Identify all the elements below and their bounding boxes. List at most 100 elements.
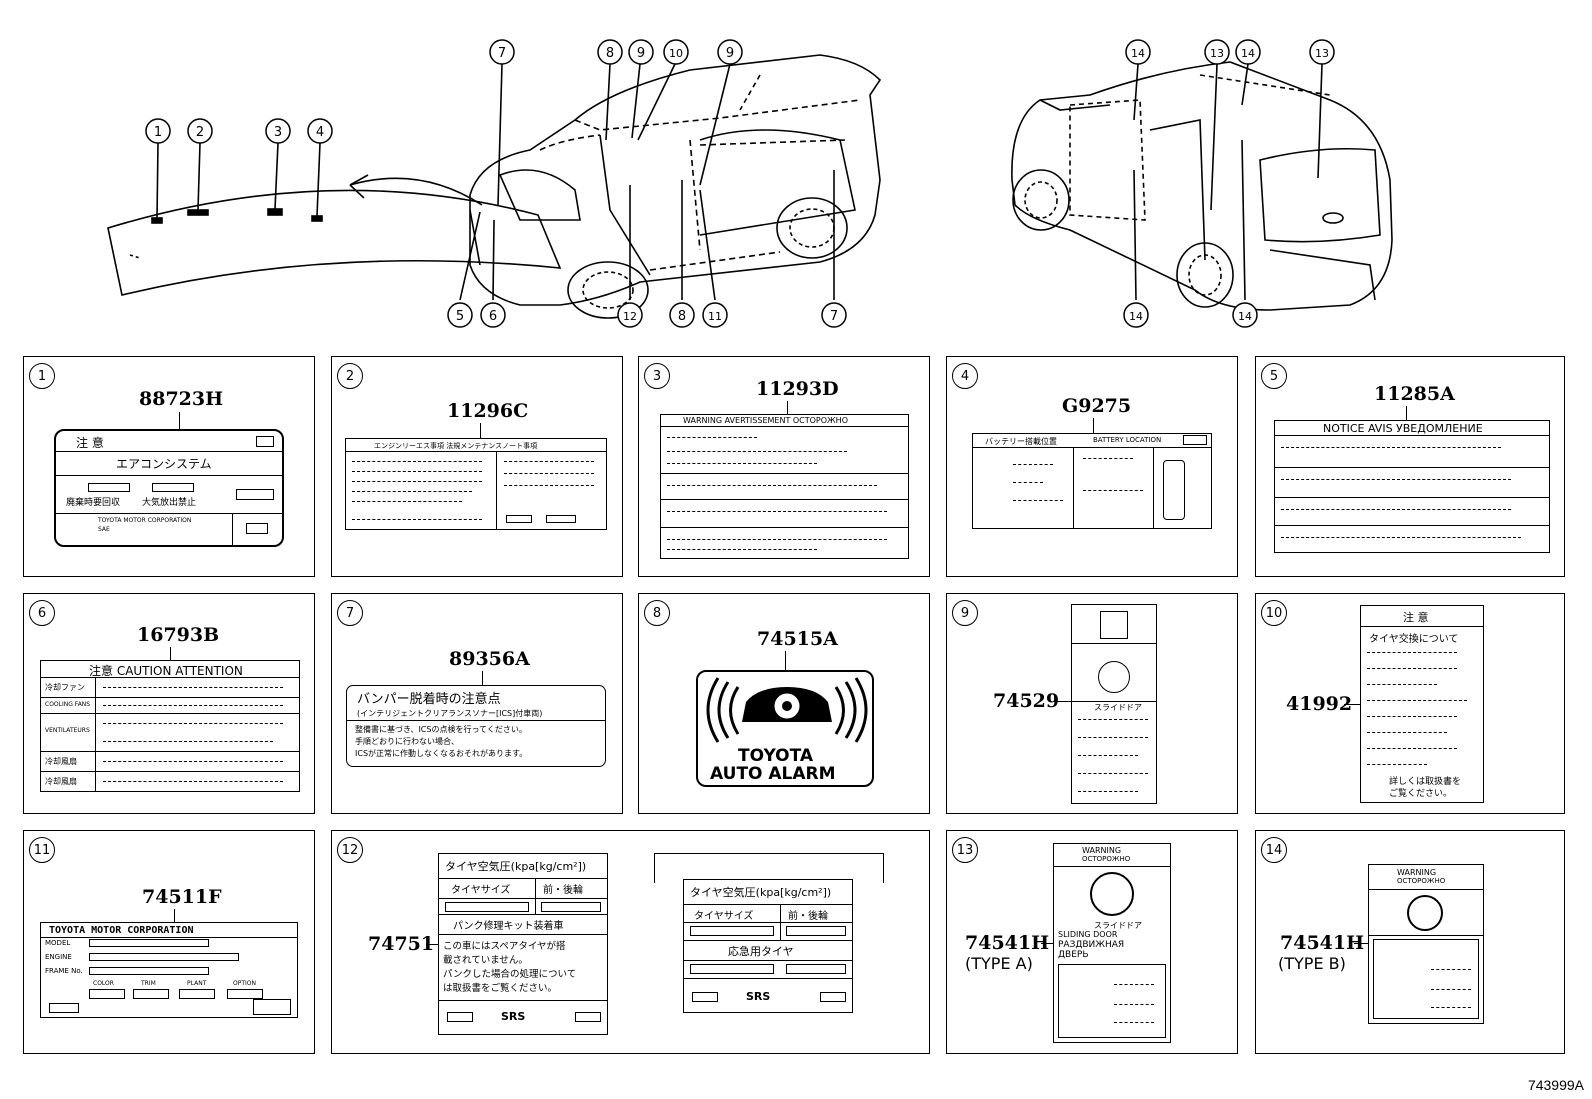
label-text: 載されていません。	[443, 955, 528, 966]
hood-arrow	[349, 177, 483, 206]
label-11296C: エンジンリーエス事項 法規メンテナンスノート事項	[345, 438, 607, 530]
label-text: この車にはスペアタイヤが搭	[443, 941, 566, 952]
panel-number: 2	[337, 363, 363, 389]
panel-number: 3	[644, 363, 670, 389]
callout-9: 9	[628, 39, 654, 65]
label-heading: エンジンリーエス事項 法規メンテナンスノート事項	[374, 442, 538, 450]
label-text: РАЗДВИЖНАЯ	[1058, 940, 1125, 950]
label-heading: ОСТОРОЖНО	[1397, 877, 1446, 885]
label-text: 冷却ファン	[45, 683, 85, 692]
label-text: 詳しくは取扱書を	[1389, 777, 1462, 787]
panel-4: 4 G9275 バッテリー搭載位置 BATTERY LOCATION	[946, 356, 1238, 577]
part-number: 74751	[368, 933, 435, 955]
panel-5: 5 11285A NOTICE AVIS УВЕДОМЛЕНИЕ	[1255, 356, 1565, 577]
svg-text:10: 10	[669, 47, 683, 60]
label-41992: 注 意 タイヤ交換について 詳しくは取扱書を ご覧ください。	[1360, 605, 1484, 803]
callout-1: 1	[145, 118, 171, 144]
panel-8: 8 74515A TOYOTA AUTO ALARM	[638, 593, 930, 814]
callout-14b: 14	[1235, 39, 1261, 65]
callout-14c: 14	[1123, 302, 1149, 328]
panel-number: 8	[644, 600, 670, 626]
svg-text:3: 3	[274, 125, 282, 140]
panel-1: 1 88723H 注 意 エアコンシステム 廃棄時要回収 大気放出禁止 TOYO…	[23, 356, 315, 577]
label-text: ДВЕРЬ	[1058, 950, 1089, 960]
car-alarm-icon	[706, 677, 868, 743]
label-text: MODEL	[45, 939, 71, 947]
label-text: タイヤサイズ	[694, 911, 754, 922]
label-74751-tire-pressure: タイヤ空気圧(kpa[kg/cm²]) タイヤサイズ 前・後輪 パンク修理キット…	[438, 853, 608, 1035]
label-heading: 注 意	[1403, 611, 1429, 624]
label-text: ICSが正常に作動しなくなるおそれがあります。	[355, 749, 528, 758]
callout-14d: 14	[1232, 302, 1258, 328]
panel-number: 5	[1261, 363, 1287, 389]
label-text: 手順どおりに行わない場合、	[355, 737, 459, 746]
part-number: 89356A	[449, 648, 530, 670]
label-74541H-type-b: WARNING ОСТОРОЖНО	[1368, 864, 1484, 1024]
part-number: 88723H	[139, 388, 224, 410]
label-text: パンクした場合の処理について	[443, 969, 577, 980]
label-text: エアコンシステム	[116, 457, 212, 471]
panel-number: 10	[1261, 600, 1287, 626]
svg-text:9: 9	[637, 46, 645, 61]
label-text: OPTION	[233, 980, 256, 987]
svg-text:13: 13	[1210, 47, 1224, 60]
label-text: ENGINE	[45, 953, 72, 961]
label-heading: NOTICE AVIS УВЕДОМЛЕНИЕ	[1323, 422, 1483, 435]
part-number: 16793B	[137, 624, 220, 646]
label-text: FRAME No.	[45, 967, 83, 975]
panel-11: 11 74511F TOYOTA MOTOR CORPORATION MODEL…	[23, 830, 315, 1054]
label-text: TOYOTA MOTOR CORPORATION	[98, 517, 192, 524]
panel-9: 9 74529 スライドドア	[946, 593, 1238, 814]
label-text: 応急用タイヤ	[728, 945, 794, 958]
label-text: ご覧ください。	[1389, 789, 1453, 799]
label-89356A: バンパー脱着時の注意点 (インテリジェントクリアランスソナー[ICS]付車両) …	[346, 685, 606, 767]
label-text: タイヤ交換について	[1369, 634, 1459, 645]
panel-number: 13	[952, 837, 978, 863]
panel-7: 7 89356A バンパー脱着時の注意点 (インテリジェントクリアランスソナー[…	[331, 593, 623, 814]
label-11293D: WARNING AVERTISSEMENT ОСТОРОЖНО	[660, 414, 909, 559]
part-number: 74511F	[142, 886, 222, 908]
panel-number: 11	[29, 837, 55, 863]
label-74515A: TOYOTA AUTO ALARM	[696, 670, 874, 787]
label-text: パンク修理キット装着車	[453, 921, 564, 932]
label-74751-spare-tire: タイヤ空気圧(kpa[kg/cm²]) タイヤサイズ 前・後輪 応急用タイヤ S…	[683, 879, 853, 1013]
panel-2: 2 11296C エンジンリーエス事項 法規メンテナンスノート事項	[331, 356, 623, 577]
label-text: スライドドア	[1094, 921, 1142, 930]
part-number: 11293D	[756, 378, 839, 400]
label-text: TRIM	[141, 980, 156, 987]
svg-text:8: 8	[606, 46, 614, 61]
label-text: 大気放出禁止	[142, 498, 197, 508]
callout-10: 10	[663, 39, 689, 65]
svg-text:8: 8	[678, 309, 686, 324]
label-heading: 注 意	[76, 436, 104, 450]
panel-6: 6 16793B 注意 CAUTION ATTENTION 冷却ファン COOL…	[23, 593, 315, 814]
callout-14: 14	[1125, 39, 1151, 65]
vehicle-label-location-illustration: 1 2 3 4 7 8 9 10 9 5 6 12 8 11 7 14 13 1…	[107, 39, 1393, 328]
label-text: スライドドア	[1094, 703, 1142, 712]
part-number: 74529	[993, 690, 1060, 712]
svg-text:13: 13	[1315, 47, 1329, 60]
svg-text:7: 7	[830, 309, 838, 324]
label-74529: スライドドア	[1071, 604, 1157, 804]
label-heading: バンパー脱着時の注意点	[357, 692, 501, 707]
part-number: 11285A	[1374, 383, 1455, 405]
panel-10: 10 41992 注 意 タイヤ交換について 詳しくは取扱書を ご覧ください。	[1255, 593, 1565, 814]
label-text: 冷却風扇	[45, 777, 77, 786]
label-text: は取扱書をご覧ください。	[443, 983, 558, 994]
label-text: PLANT	[187, 980, 207, 987]
svg-text:14: 14	[1238, 310, 1252, 323]
type-note: (TYPE B)	[1278, 954, 1346, 973]
callout-2: 2	[187, 118, 213, 144]
label-text: SRS	[746, 990, 771, 1003]
svg-text:6: 6	[489, 309, 497, 324]
label-text: AUTO ALARM	[710, 764, 836, 784]
label-11285A: NOTICE AVIS УВЕДОМЛЕНИЕ	[1274, 420, 1550, 553]
callout-9b: 9	[717, 39, 743, 65]
callout-7b: 7	[821, 302, 847, 328]
drawing-number: 743999A	[1527, 1077, 1584, 1093]
part-number: 74541H	[1280, 932, 1365, 954]
type-note: (TYPE A)	[965, 954, 1033, 973]
callout-5: 5	[447, 302, 473, 328]
svg-text:4: 4	[316, 125, 324, 140]
callout-13b: 13	[1309, 39, 1335, 65]
